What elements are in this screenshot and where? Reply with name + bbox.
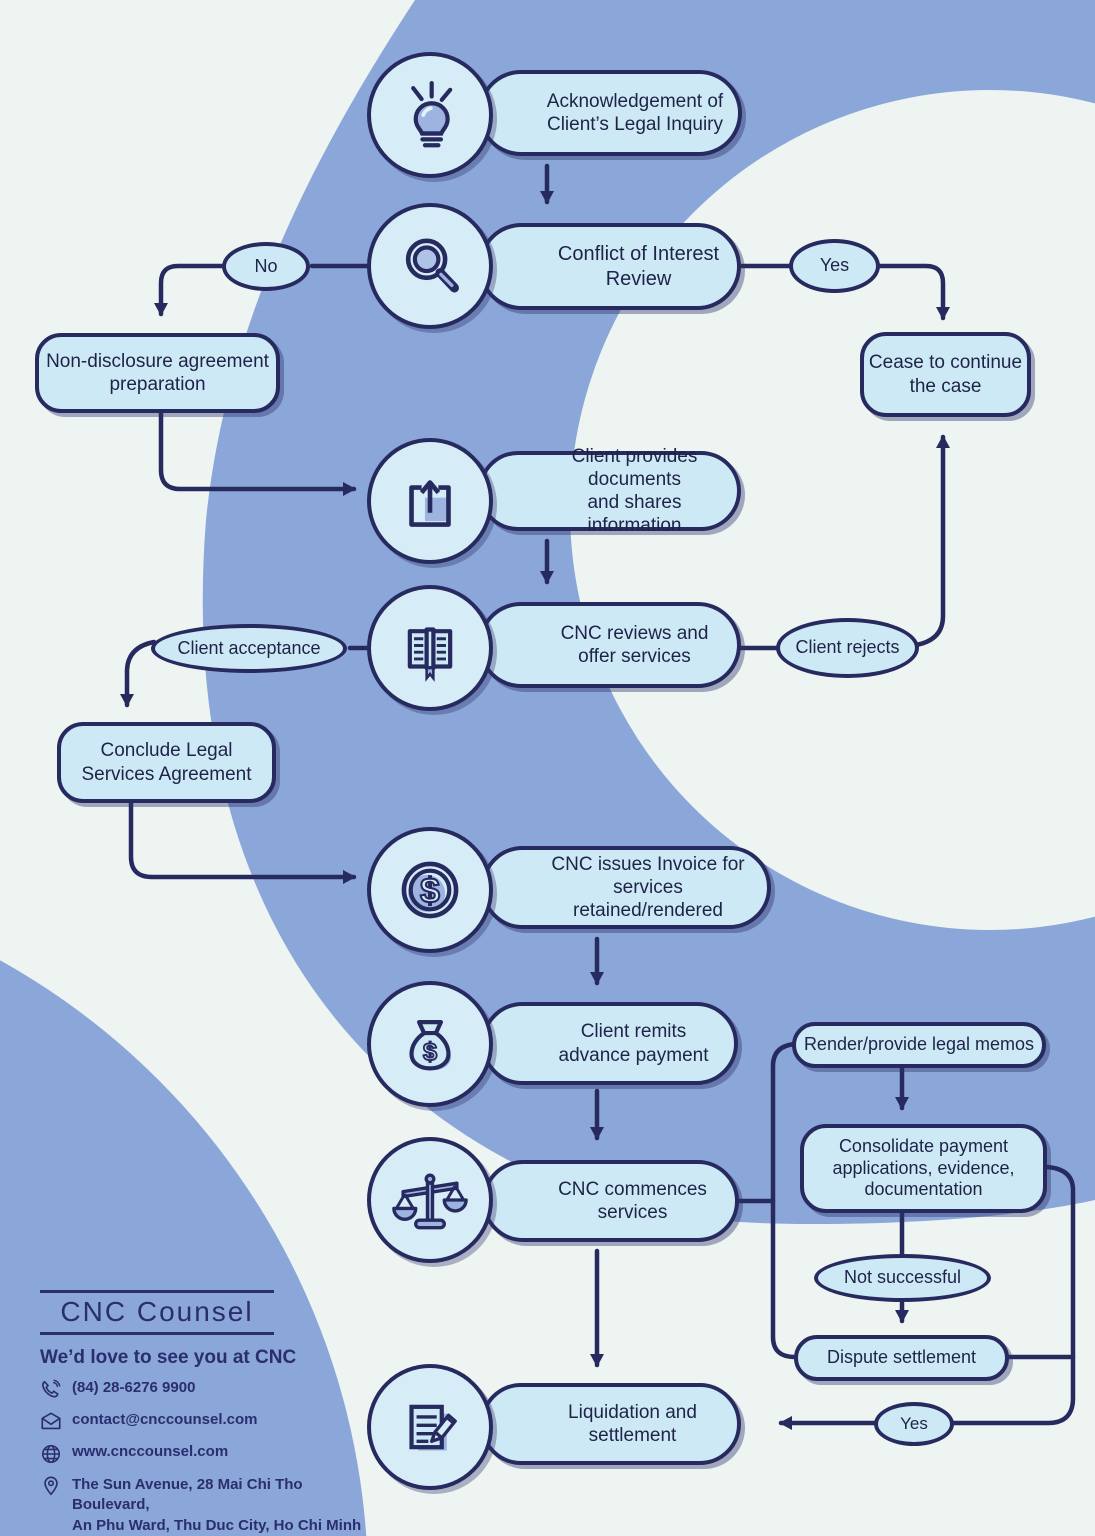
step-cnc-commences: CNC commences services: [482, 1160, 739, 1242]
label-client-rejects: Client rejects: [776, 618, 919, 678]
box-dispute-settlement: Dispute settlement: [794, 1335, 1009, 1381]
contact-block: CNC Counsel We’d love to see you at CNC …: [40, 1290, 370, 1536]
step-client-provides: Client provides documents and shares inf…: [478, 446, 741, 536]
email-row[interactable]: contact@cnccounsel.com: [40, 1411, 370, 1433]
lightbulb-icon: [367, 52, 493, 178]
scales-icon: [367, 1137, 493, 1263]
label-yes-bottom: Yes: [874, 1402, 954, 1446]
box-render-legal-memos: Render/provide legal memos: [792, 1022, 1046, 1068]
brand-logo: CNC Counsel: [40, 1290, 274, 1335]
address-line-1: The Sun Avenue, 28 Mai Chi Tho Boulevard…: [72, 1476, 303, 1514]
box-consolidate: Consolidate payment applications, eviden…: [800, 1124, 1047, 1213]
label-yes-top: Yes: [789, 239, 880, 293]
magnifier-icon: [367, 203, 493, 329]
step-conflict-review: Conflict of Interest Review: [478, 223, 741, 310]
book-icon: [367, 585, 493, 711]
step-cnc-issues-invoice: CNC issues Invoice for services retained…: [481, 846, 771, 929]
phone-row[interactable]: (84) 28-6276 9900: [40, 1379, 370, 1401]
step-client-remits: Client remits advance payment: [481, 1002, 738, 1085]
box-cease-case: Cease to continue the case: [860, 332, 1031, 417]
map-pin-icon: [44, 1476, 58, 1496]
address-line-2: An Phu Ward, Thu Duc City, Ho Chi Minh C…: [72, 1516, 362, 1534]
envelope-icon: [41, 1412, 61, 1430]
phone-icon: [42, 1379, 61, 1398]
website-row[interactable]: www.cnccounsel.com: [40, 1443, 370, 1465]
globe-icon: [41, 1444, 61, 1464]
contract-icon: [367, 1364, 493, 1490]
box-conclude-agreement: Conclude Legal Services Agreement: [57, 722, 276, 803]
label-client-acceptance: Client acceptance: [151, 624, 347, 673]
email-address: contact@cnccounsel.com: [72, 1411, 258, 1428]
svg-text:$: $: [420, 872, 440, 911]
upload-icon: [367, 438, 493, 564]
label-not-successful: Not successful: [814, 1254, 991, 1302]
money-bag-icon: $: [367, 981, 493, 1107]
step-liquidation: Liquidation and settlement: [480, 1383, 741, 1465]
step-acknowledgement: Acknowledgement of Client’s Legal Inquir…: [478, 70, 742, 156]
brand-tagline: We’d love to see you at CNC: [40, 1347, 297, 1368]
label-no: No: [222, 242, 310, 291]
svg-text:$: $: [423, 1038, 437, 1066]
website-url: www.cnccounsel.com: [72, 1443, 229, 1460]
address-row: The Sun Avenue, 28 Mai Chi Tho Boulevard…: [40, 1475, 370, 1536]
phone-number: (84) 28-6276 9900: [72, 1379, 196, 1396]
dollar-coin-icon: $: [367, 827, 493, 953]
step-cnc-reviews: CNC reviews and offer services: [478, 602, 741, 688]
box-nda-preparation: Non-disclosure agreement preparation: [35, 333, 280, 413]
